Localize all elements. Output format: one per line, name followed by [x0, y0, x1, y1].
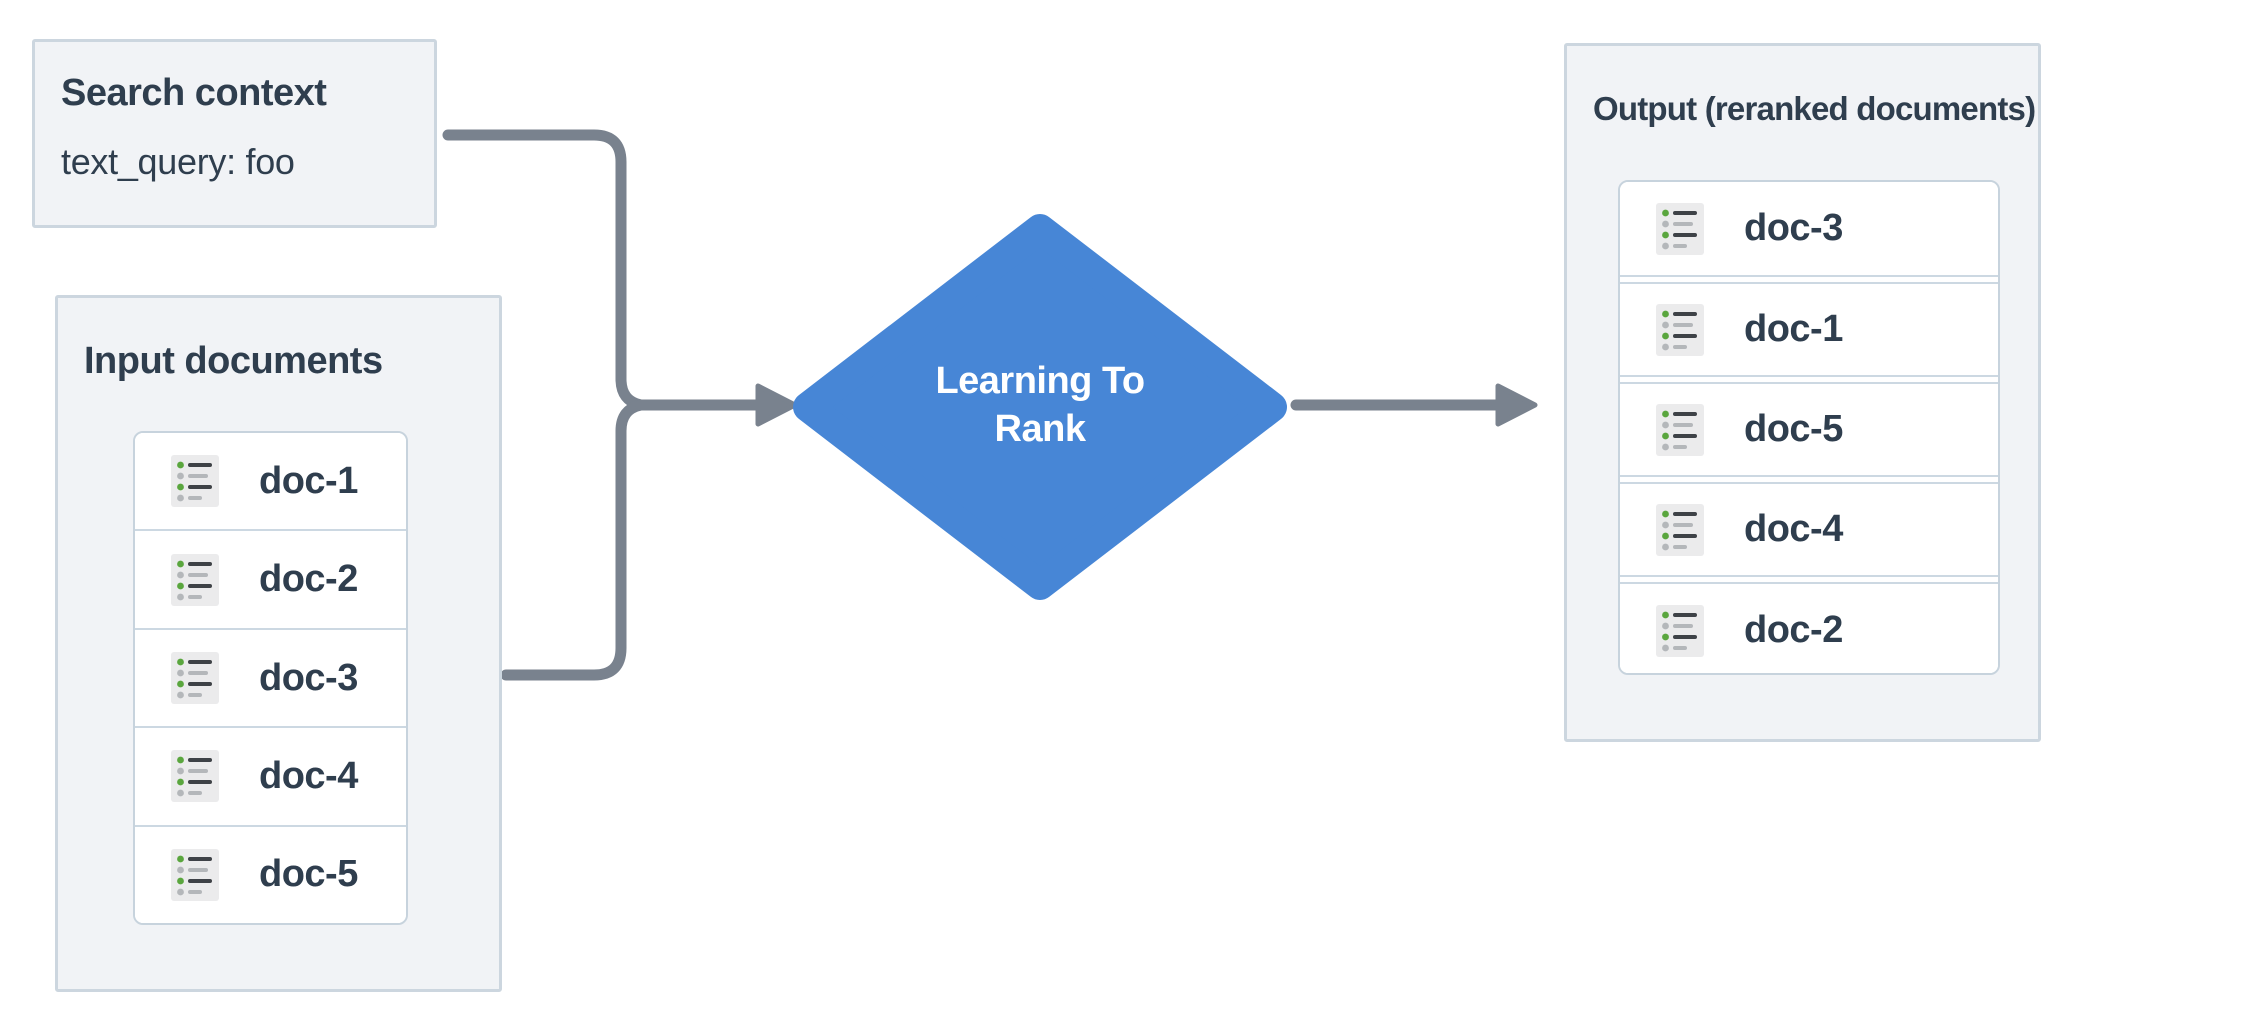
- doc-label: doc-4: [259, 754, 358, 797]
- doc-row: doc-4: [1620, 482, 1998, 577]
- doc-label: doc-1: [259, 459, 358, 502]
- doc-label: doc-5: [259, 853, 358, 896]
- doc-list-icon: [1656, 503, 1704, 556]
- doc-list-icon: [1656, 604, 1704, 657]
- doc-row: doc-2: [1620, 582, 1998, 673]
- output-documents-list: doc-3 doc-1 doc-5: [1618, 180, 2000, 675]
- doc-label: doc-2: [259, 558, 358, 601]
- doc-row: doc-5: [135, 824, 406, 923]
- doc-label: doc-4: [1744, 508, 1843, 550]
- search-context-title: Search context: [61, 72, 327, 114]
- doc-list-icon: [171, 652, 219, 705]
- doc-list-icon: [1656, 403, 1704, 456]
- connector-from-input-documents: [500, 399, 647, 681]
- doc-label: doc-1: [1744, 308, 1843, 350]
- doc-list-icon: [171, 750, 219, 803]
- doc-label: doc-2: [1744, 609, 1843, 651]
- doc-label: doc-5: [1744, 408, 1843, 450]
- output-documents-box: Output (reranked documents) doc-3 do: [1564, 43, 2041, 742]
- doc-row: doc-4: [135, 726, 406, 825]
- doc-row: doc-3: [1620, 182, 1998, 277]
- doc-row: doc-2: [135, 529, 406, 628]
- doc-list-icon: [1656, 202, 1704, 255]
- doc-list-icon: [171, 553, 219, 606]
- arrowhead-into-output-icon: [1495, 383, 1538, 427]
- doc-label: doc-3: [259, 656, 358, 699]
- doc-row: doc-1: [1620, 282, 1998, 377]
- input-documents-title: Input documents: [84, 340, 383, 382]
- input-documents-box: Input documents doc-1 doc-2: [55, 295, 502, 992]
- doc-list-icon: [171, 455, 219, 508]
- doc-list-icon: [1656, 303, 1704, 356]
- doc-list-icon: [171, 848, 219, 901]
- learning-to-rank-node: [793, 214, 1287, 600]
- doc-row: doc-3: [135, 627, 406, 727]
- diamond-shape: [793, 214, 1287, 600]
- input-documents-list: doc-1 doc-2 doc-3: [133, 431, 408, 925]
- search-context-box: Search context text_query: foo: [32, 39, 437, 228]
- search-query-text: text_query: foo: [61, 141, 295, 182]
- connector-from-search-context: [442, 129, 647, 411]
- doc-row: doc-5: [1620, 382, 1998, 477]
- learning-to-rank-label: Learning To Rank: [935, 360, 1145, 450]
- doc-row: doc-1: [135, 433, 406, 530]
- output-documents-title: Output (reranked documents): [1593, 90, 2036, 127]
- doc-label: doc-3: [1744, 207, 1843, 249]
- arrowhead-into-process-icon: [755, 383, 798, 427]
